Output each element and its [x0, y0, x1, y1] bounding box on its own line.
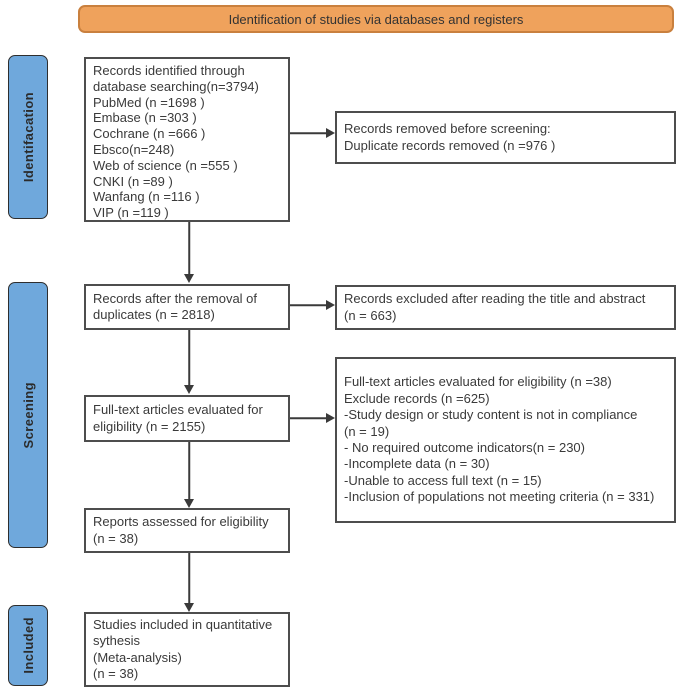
box-studies-included: Studies included in quantitative sythesi…	[84, 612, 290, 687]
text-line: Wanfang (n =116 )	[93, 189, 200, 205]
text-line: (n = 19)	[344, 423, 390, 439]
stage-label-included: Included	[8, 605, 48, 686]
box-records-excluded-title-abstract: Records excluded after reading the title…	[335, 285, 676, 330]
arrowhead-down-icon	[184, 499, 194, 508]
text-line: duplicates (n = 2818)	[93, 307, 215, 322]
text-line: Records excluded after reading the title…	[344, 291, 646, 307]
stage-label-screening: Screening	[8, 282, 48, 548]
text-line: Cochrane (n =666 )	[93, 126, 206, 142]
arrowhead-down-icon	[184, 603, 194, 612]
stage-label-text: Identifacation	[20, 91, 36, 183]
arrow-line	[290, 304, 327, 306]
text-line: Web of science (n =555 )	[93, 157, 238, 173]
text-line: Embase (n =303 )	[93, 110, 197, 126]
text-line: Duplicate records removed (n =976 )	[344, 137, 556, 153]
text-line: eligibility (n = 2155)	[93, 418, 206, 434]
text-line: database searching(n=3794)	[93, 78, 259, 94]
arrow-down-identified-to-after-removal	[183, 222, 195, 283]
stage-label-text: Included	[20, 617, 36, 674]
text-line: sythesis	[93, 633, 140, 649]
text-line: Full-text articles evaluated for eligibi…	[344, 374, 612, 390]
text-line: (n = 663)	[344, 307, 397, 323]
arrowhead-right-icon	[326, 128, 335, 138]
arrow-line	[188, 553, 190, 604]
arrow-right-after-removal-to-excluded	[290, 299, 335, 311]
text-line: -Incomplete data (n = 30)	[344, 456, 490, 472]
text-line: Records removed before screening:	[344, 121, 551, 137]
banner-identification-of-studies: Identification of studies via databases …	[78, 5, 674, 33]
text-line: Ebsco(n=248)	[93, 141, 175, 157]
arrow-line	[290, 417, 327, 419]
text-line: PubMed (n =1698 )	[93, 94, 205, 110]
box-fulltext-evaluated: Full-text articles evaluated for eligibi…	[84, 395, 290, 442]
banner-label: Identification of studies via databases …	[228, 11, 524, 27]
text-line: Records after the removal of	[93, 290, 258, 306]
stage-label-text: Screening	[20, 381, 36, 449]
stage-label-identification: Identifacation	[8, 55, 48, 219]
arrowhead-down-icon	[184, 385, 194, 394]
arrowhead-right-icon	[326, 413, 335, 423]
arrow-right-identified-to-removed	[290, 127, 335, 139]
text-line: Exclude records (n =625)	[344, 390, 490, 406]
box-records-identified: Records identified through database sear…	[84, 57, 290, 222]
arrow-line	[290, 132, 327, 134]
arrowhead-right-icon	[326, 300, 335, 310]
arrow-right-fulltext-to-exclusion-reasons	[290, 412, 335, 424]
arrow-line	[188, 330, 190, 386]
text-line: (n = 38)	[93, 665, 139, 681]
arrowhead-down-icon	[184, 274, 194, 283]
text-line: Full-text articles evaluated for	[93, 402, 263, 418]
text-line: VIP (n =119 )	[93, 205, 169, 221]
box-records-after-removal: Records after the removal of duplicates …	[84, 284, 290, 330]
arrow-line	[188, 222, 190, 275]
box-records-removed-before-screening: Records removed before screening: Duplic…	[335, 111, 676, 164]
text-line: -Unable to access full text (n = 15)	[344, 472, 542, 488]
text-line: - No required outcome indicators(n = 230…	[344, 440, 585, 455]
text-line: (n = 38)	[93, 530, 139, 546]
text-line: Records identified through	[93, 63, 245, 78]
text-line: (Meta-analysis)	[93, 649, 182, 665]
arrow-down-after-removal-to-fulltext	[183, 330, 195, 394]
text-line: Reports assessed for eligibility	[93, 514, 269, 530]
arrow-line	[188, 442, 190, 500]
text-line: CNKI (n =89 )	[93, 173, 173, 189]
text-line: Studies included in quantitative	[93, 616, 273, 632]
arrow-down-reports-to-included	[183, 553, 195, 612]
text-line: -Inclusion of populations not meeting cr…	[344, 489, 655, 505]
text-line: -Study design or study content is not in…	[344, 407, 638, 423]
arrow-down-fulltext-to-reports	[183, 442, 195, 508]
box-reports-assessed: Reports assessed for eligibility (n = 38…	[84, 508, 290, 553]
box-fulltext-exclusion-reasons: Full-text articles evaluated for eligibi…	[335, 357, 676, 523]
